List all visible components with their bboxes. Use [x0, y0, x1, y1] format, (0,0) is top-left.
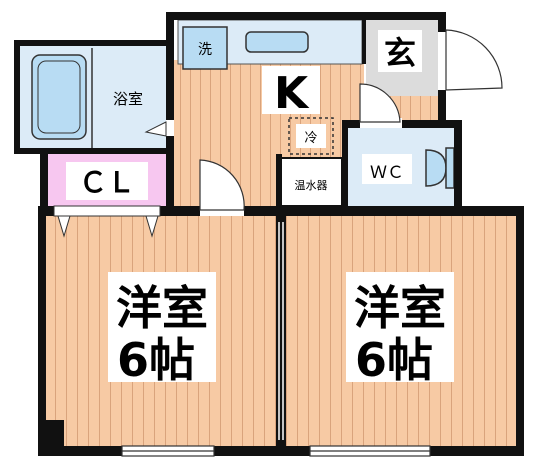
- wc-label: ＷＣ: [370, 163, 404, 183]
- western-room-right-label: 洋室: [354, 281, 446, 335]
- closet-label: ＣＬ: [79, 166, 135, 199]
- kitchen-label: K: [274, 68, 310, 119]
- western-room-left-label: 洋室: [116, 281, 208, 335]
- room-door: [199, 159, 245, 216]
- bathtub-inner: [37, 60, 81, 134]
- label-bg-left: [108, 272, 216, 382]
- closet-doors: [53, 205, 161, 238]
- washer-label: 洗: [198, 42, 212, 58]
- entrance-label: 玄: [384, 34, 416, 72]
- fridge-space: [288, 117, 334, 155]
- western-room-left-size: 6帖: [117, 333, 195, 387]
- bathroom-label: 浴室: [113, 90, 143, 108]
- toilet-tank: [445, 147, 455, 189]
- washer-box: [182, 26, 228, 70]
- sliding-partition: [278, 222, 284, 440]
- label-bg-k: [262, 66, 320, 114]
- windows: [121, 445, 431, 457]
- water-heater-label: 温水器: [295, 179, 328, 192]
- label-bg-wc: [362, 154, 412, 184]
- label-bg-closet: [66, 162, 148, 200]
- label-bg-fridge: [296, 124, 326, 148]
- kitchen-sink: [245, 31, 309, 53]
- bathroom-door: [144, 120, 174, 137]
- western-room-right-size: 6帖: [355, 333, 433, 387]
- label-bg-entrance: [378, 30, 422, 72]
- label-bg-right: [346, 272, 454, 382]
- entrance-door: [438, 29, 503, 91]
- fridge-label: 冷: [304, 131, 317, 146]
- wc-door: [359, 83, 402, 128]
